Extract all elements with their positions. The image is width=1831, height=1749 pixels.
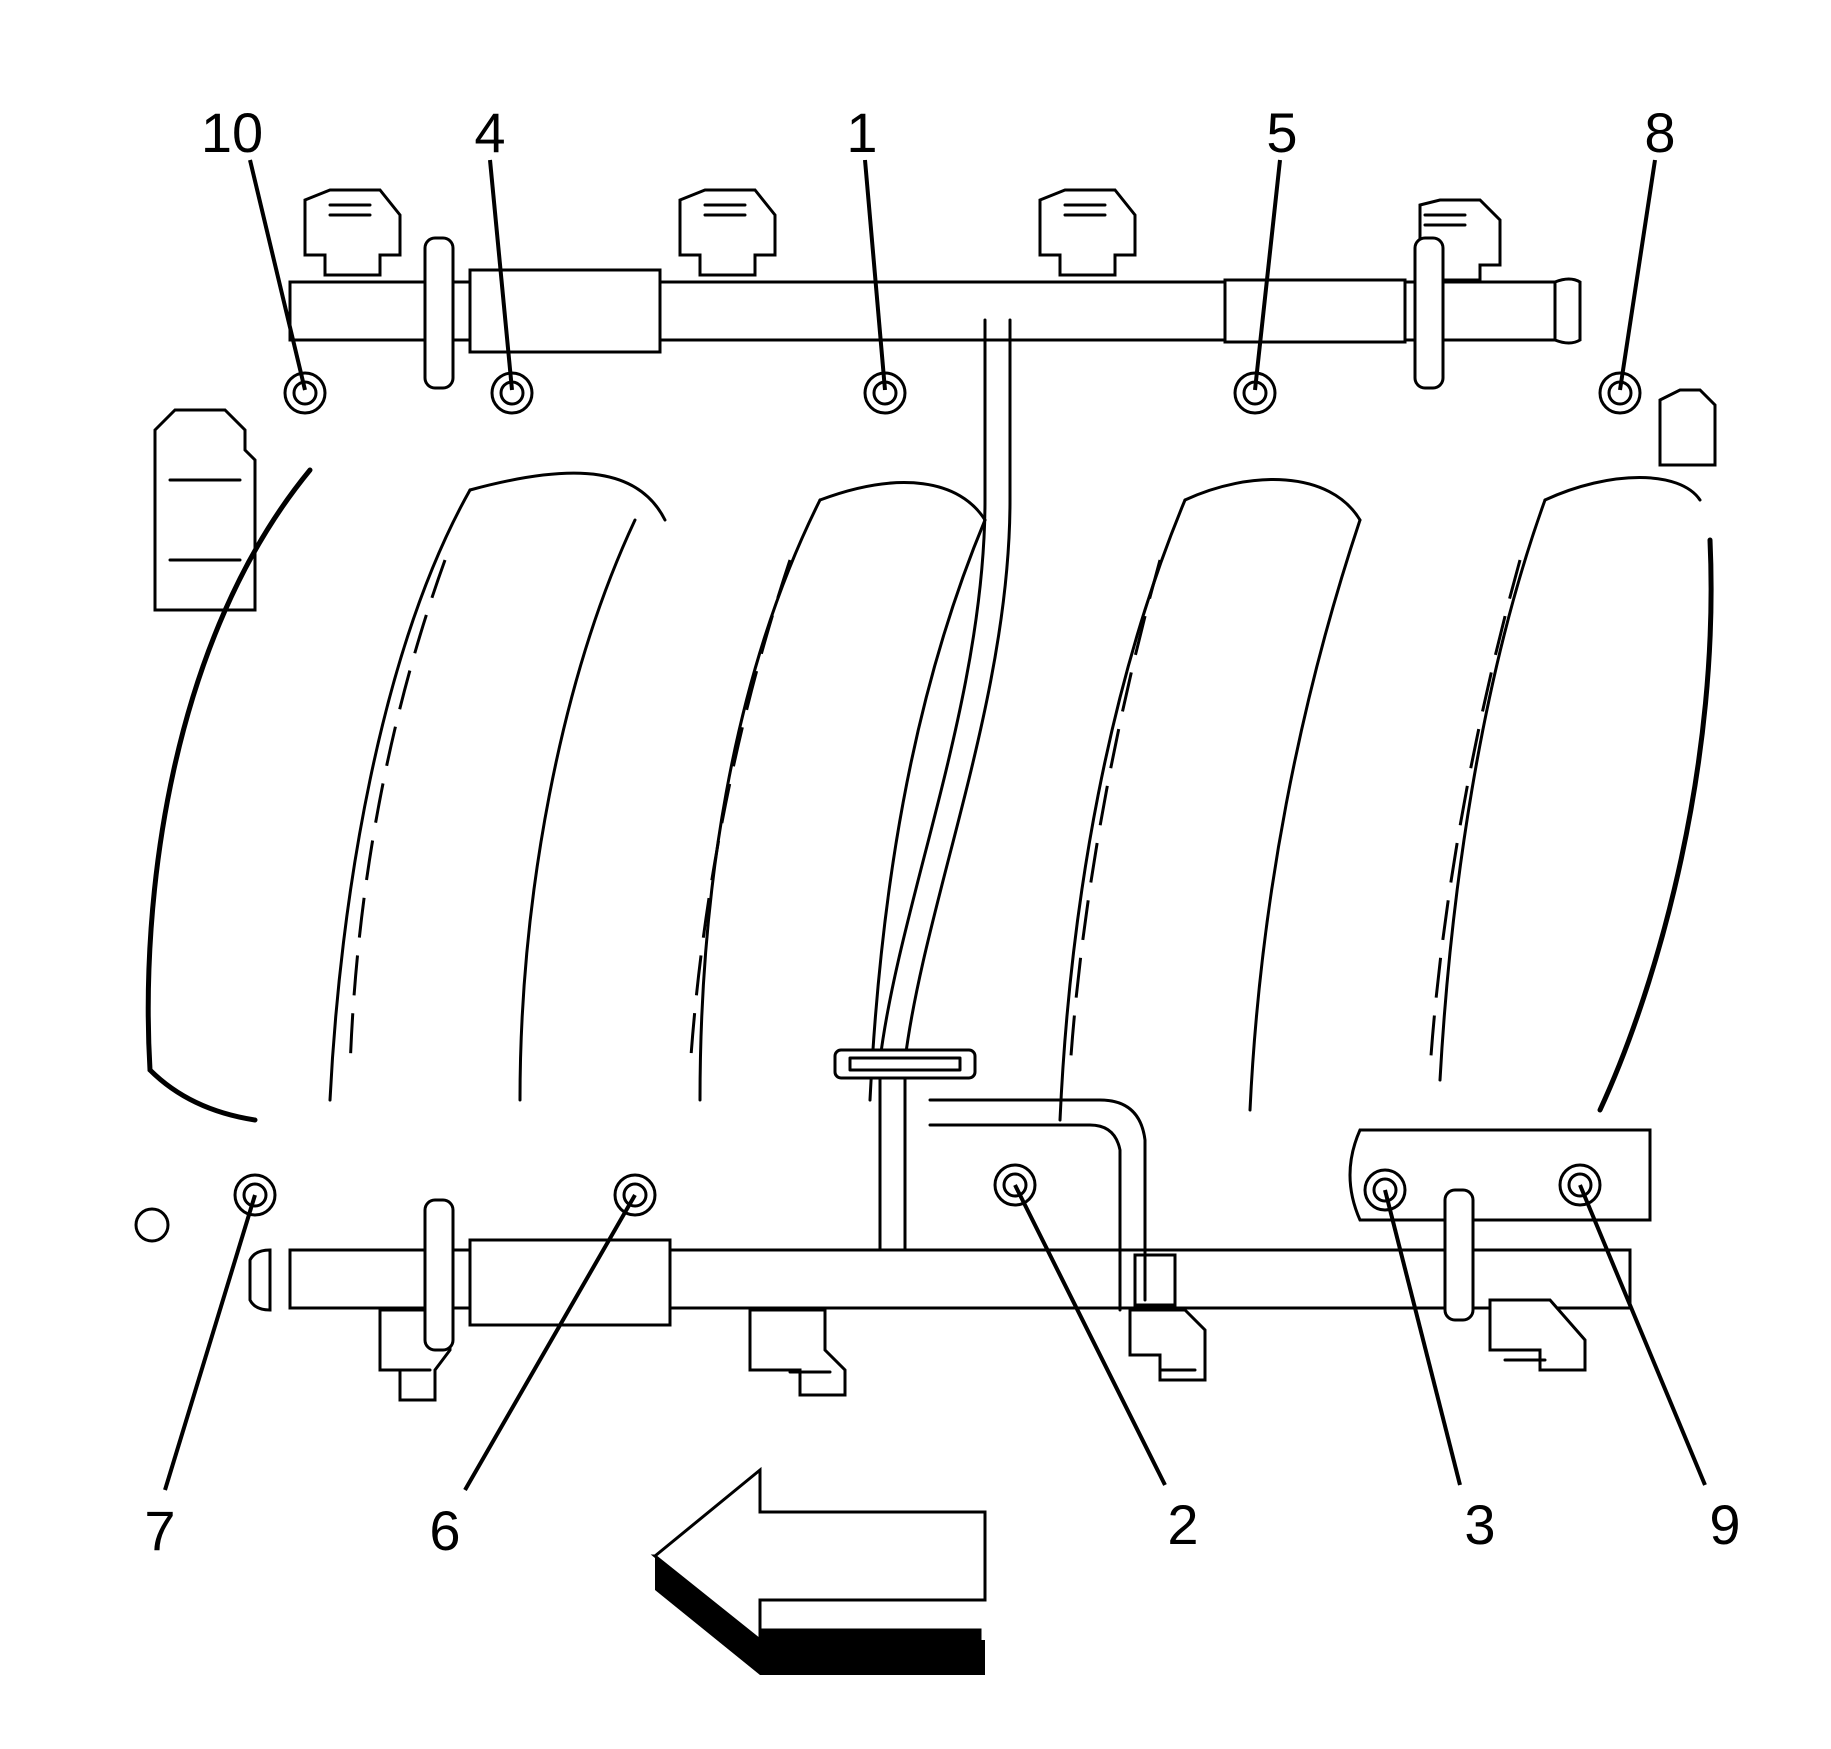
leader-5 (1253, 159, 1282, 391)
lower-fuel-rail (248, 1238, 1632, 1327)
vacuum-line (878, 318, 987, 1252)
leader-1 (863, 159, 887, 391)
bolt-10 (283, 371, 327, 415)
upper-injector-1 (303, 188, 402, 277)
upper-injector-2 (678, 188, 777, 277)
callout-2: 2 (1167, 1493, 1199, 1556)
right-mount-nut (1658, 388, 1717, 467)
leader-9 (1578, 1184, 1707, 1486)
rail-clip-lower-left (423, 1198, 455, 1352)
rail-clip-lower-right (1443, 1188, 1475, 1322)
bolt-8 (1598, 371, 1642, 415)
callout-8: 8 (1644, 101, 1676, 164)
lower-left-nut (134, 1207, 170, 1243)
center-clip (833, 1048, 977, 1080)
callout-10: 10 (200, 101, 264, 164)
leader-2 (1013, 1184, 1167, 1486)
callout-3: 3 (1464, 1493, 1496, 1556)
callout-6: 6 (429, 1499, 461, 1562)
intake-runners (145, 467, 1714, 1123)
callout-4: 4 (474, 101, 506, 164)
left-arrow-icon (650, 1466, 987, 1675)
callout-7: 7 (144, 1499, 176, 1562)
lower-injector-3 (1128, 1308, 1207, 1382)
lower-injector-2 (748, 1308, 847, 1397)
leader-7 (163, 1194, 257, 1491)
leader-3 (1383, 1189, 1462, 1486)
lower-injector-4 (1488, 1298, 1587, 1372)
callout-5: 5 (1266, 101, 1298, 164)
leader-8 (1618, 159, 1657, 391)
leader-4 (488, 159, 514, 391)
callout-1: 1 (846, 101, 878, 164)
rail-clip-upper-left (423, 236, 455, 390)
left-sensor (153, 408, 257, 612)
upper-fuel-rail (288, 268, 1582, 354)
rail-clip-upper-right (1413, 236, 1445, 390)
callout-9: 9 (1709, 1493, 1741, 1556)
lower-tube (928, 1098, 1147, 1312)
upper-injector-3 (1038, 188, 1137, 277)
leader-10 (248, 159, 307, 391)
leader-6 (463, 1194, 637, 1491)
